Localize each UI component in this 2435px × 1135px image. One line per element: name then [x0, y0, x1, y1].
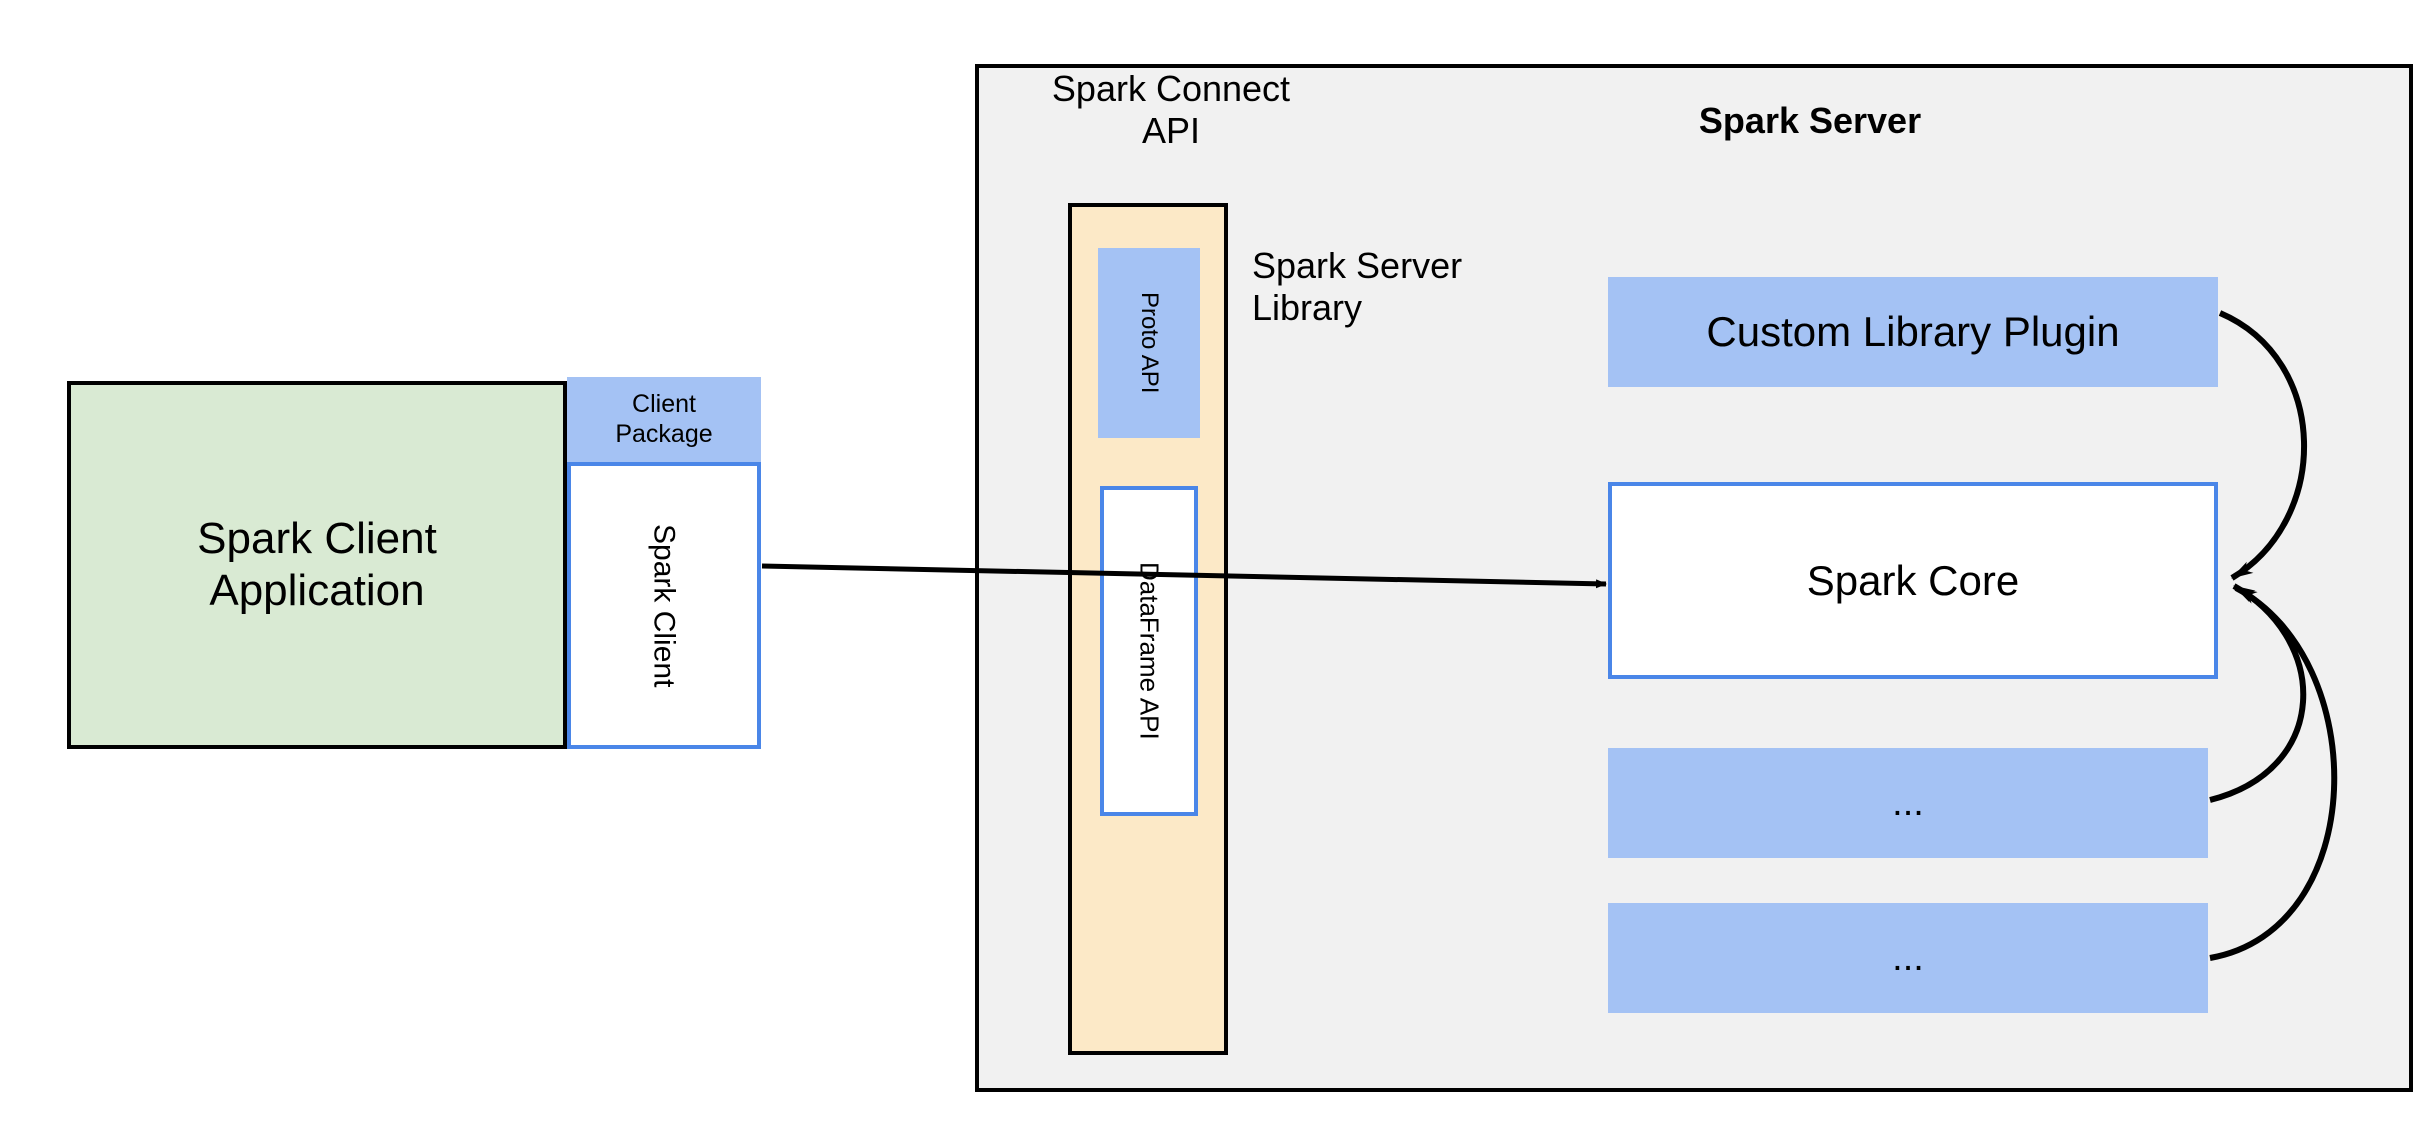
dataframe-api-block: DataFrame API: [1100, 486, 1198, 816]
ellipsis-block-1-label: ...: [1892, 781, 1924, 824]
proto-api-block: Proto API: [1098, 248, 1200, 438]
client-package-label-line2: Package: [615, 419, 713, 448]
spark-core-label: Spark Core: [1806, 556, 2020, 604]
spark-server-library-label-line2: Library: [1252, 287, 1363, 328]
client-package-block: Client Package: [567, 377, 761, 462]
spark-client-label: Spark Client: [647, 523, 681, 688]
custom-library-plugin-block: Custom Library Plugin: [1608, 277, 2218, 387]
dataframe-api-label: DataFrame API: [1134, 562, 1165, 740]
spark-client-application-label-line1: Spark Client: [197, 514, 437, 564]
spark-client-application-block: Spark Client Application: [67, 381, 567, 749]
ellipsis-block-2-label: ...: [1892, 936, 1924, 979]
spark-client-application-label-line2: Application: [209, 566, 425, 615]
custom-library-plugin-label: Custom Library Plugin: [1706, 308, 2120, 356]
client-package-label-line1: Client: [632, 390, 696, 418]
spark-connect-api-label-line2: API: [1141, 110, 1201, 151]
spark-connect-api-label: Spark Connect API: [1000, 68, 1342, 152]
spark-server-library-label: Spark Server Library: [1252, 245, 1572, 329]
spark-core-block: Spark Core: [1608, 482, 2218, 679]
spark-connect-api-label-line1: Spark Connect: [1051, 68, 1291, 109]
spark-server-library-label-line1: Spark Server: [1252, 245, 1463, 286]
ellipsis-block-2: ...: [1608, 903, 2208, 1013]
spark-client-block: Spark Client: [567, 462, 761, 749]
ellipsis-block-1: ...: [1608, 748, 2208, 858]
spark-server-title: Spark Server: [1698, 100, 1922, 141]
proto-api-label: Proto API: [1136, 292, 1164, 394]
